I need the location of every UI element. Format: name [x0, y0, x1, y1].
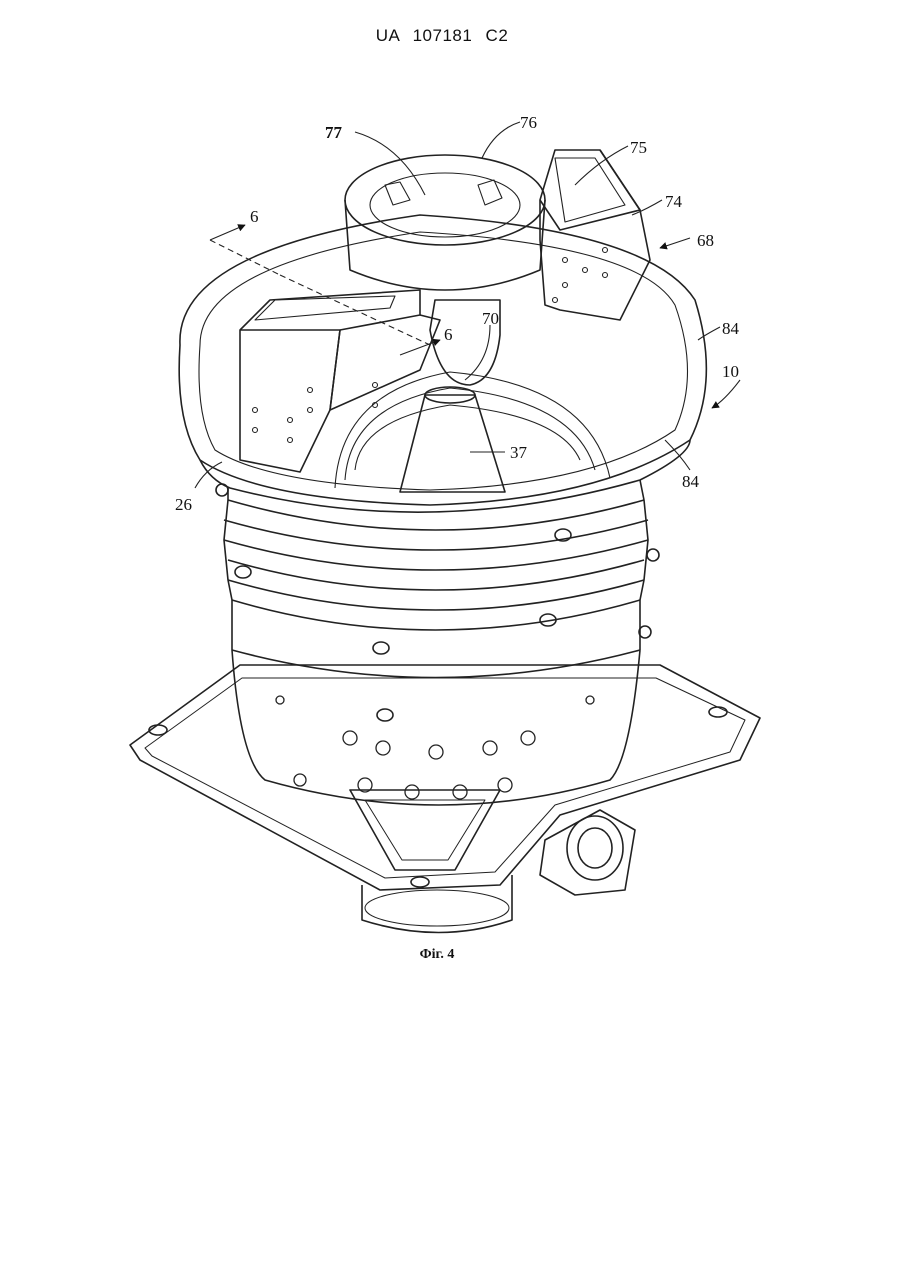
ref-numeral-84-lower: 84	[682, 472, 700, 491]
ref-numeral-77: 77	[325, 123, 343, 142]
ref-numeral-37: 37	[510, 443, 528, 462]
ref-numeral-6-top: 6	[250, 207, 259, 226]
ref-numeral-26: 26	[175, 495, 192, 514]
spider-arm	[240, 150, 650, 472]
ref-numeral-84-upper: 84	[722, 319, 740, 338]
patent-drawing: 77 76 75 74 68 6 6 70 84 10 37 84 26	[120, 100, 780, 950]
section-line	[210, 225, 440, 355]
ref-numeral-75: 75	[630, 138, 647, 157]
ref-numeral-76: 76	[520, 113, 537, 132]
base-frame	[130, 665, 760, 933]
patent-number-header: UA 107181 C2	[0, 26, 884, 46]
ref-numeral-70: 70	[482, 309, 499, 328]
main-shaft	[400, 387, 505, 492]
bowl-rim	[179, 215, 706, 512]
main-shell	[216, 484, 659, 805]
ref-numeral-74: 74	[665, 192, 683, 211]
ref-numeral-10: 10	[722, 362, 739, 381]
figure-caption: Фіг. 4	[0, 947, 874, 963]
ref-numeral-68: 68	[697, 231, 714, 250]
ref-numeral-6-mid: 6	[444, 325, 453, 344]
crusher-drawing	[130, 122, 760, 933]
leader-lines	[195, 122, 740, 488]
